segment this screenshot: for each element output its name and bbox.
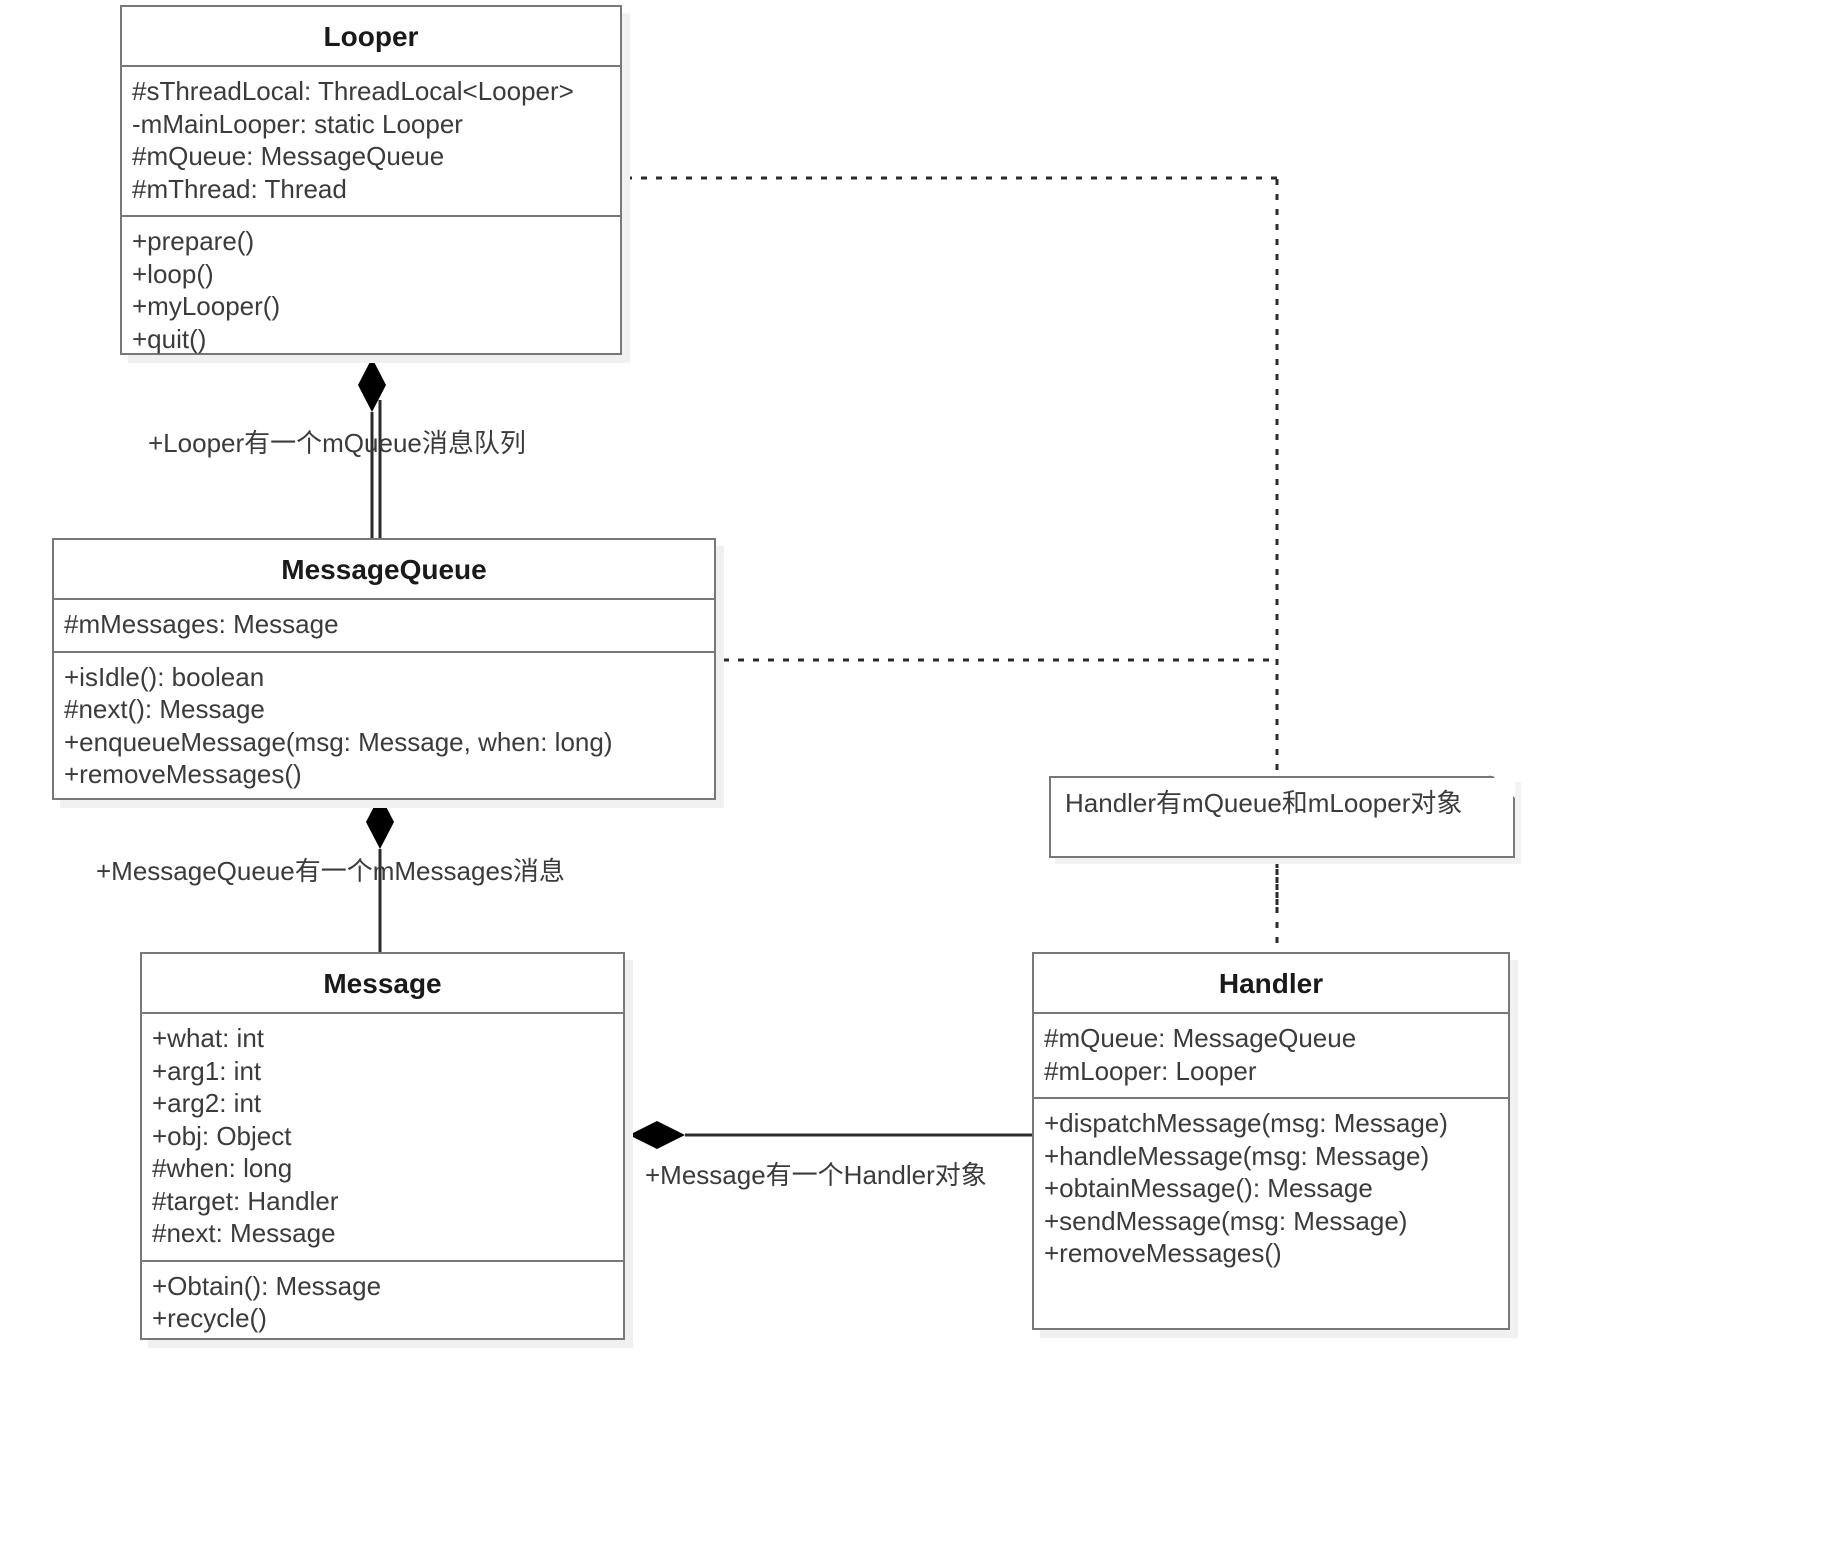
note-box-handler[interactable]: Handler有mQueue和mLooper对象: [1049, 776, 1515, 858]
method: +loop(): [132, 258, 214, 289]
edge-label-looper-messagequeue: +Looper有一个mQueue消息队列: [148, 428, 526, 458]
method: +isIdle(): boolean: [64, 661, 265, 692]
attribute: -mMainLooper: static Looper: [132, 108, 463, 139]
method: +quit(): [132, 323, 207, 354]
attribute: #next: Message: [152, 1218, 336, 1249]
edge-label-messagequeue-message: +MessageQueue有一个mMessages消息: [96, 856, 565, 886]
note-text: Handler有mQueue和mLooper对象: [1065, 788, 1463, 818]
attribute: #mQueue: MessageQueue: [132, 141, 445, 172]
attribute: +arg2: int: [152, 1088, 262, 1119]
divider: [122, 65, 620, 68]
edge-label-message-handler: +Message有一个Handler对象: [645, 1160, 987, 1190]
method: +dispatchMessage(msg: Message): [1044, 1108, 1448, 1139]
divider: [1034, 1097, 1508, 1100]
divider: [54, 650, 714, 653]
method: +Obtain(): Message: [152, 1270, 382, 1301]
attribute: #mQueue: MessageQueue: [1044, 1023, 1357, 1054]
method: +prepare(): [132, 226, 255, 257]
attribute: #mMessages: Message: [64, 609, 339, 640]
attribute: #when: long: [152, 1153, 293, 1184]
class-title-message: Message: [323, 968, 442, 999]
attributes-compartment-message: +what: int +arg1: int +arg2: int +obj: O…: [142, 1014, 623, 1260]
class-box-message[interactable]: Message +what: int +arg1: int +arg2: int…: [140, 952, 625, 1340]
method: +removeMessages(): [1044, 1238, 1282, 1269]
method: +sendMessage(msg: Message): [1044, 1205, 1408, 1236]
methods-compartment-message: +Obtain(): Message +recycle(): [142, 1262, 623, 1345]
method: +removeMessages(): [64, 759, 302, 790]
attribute: #sThreadLocal: ThreadLocal<Looper>: [132, 76, 574, 107]
class-title-handler: Handler: [1218, 968, 1324, 999]
method: +recycle(): [152, 1303, 267, 1334]
attribute: #mThread: Thread: [132, 173, 347, 204]
methods-compartment-messagequeue: +isIdle(): boolean #next(): Message +enq…: [54, 653, 714, 801]
methods-compartment-handler: +dispatchMessage(msg: Message) +handleMe…: [1034, 1099, 1508, 1280]
divider: [122, 215, 620, 218]
attribute: #target: Handler: [152, 1185, 339, 1216]
divider: [142, 1259, 623, 1262]
attribute: #mLooper: Looper: [1044, 1055, 1257, 1086]
attributes-compartment-messagequeue: #mMessages: Message: [54, 600, 714, 651]
class-box-handler[interactable]: Handler #mQueue: MessageQueue #mLooper: …: [1032, 952, 1510, 1330]
attributes-compartment-handler: #mQueue: MessageQueue #mLooper: Looper: [1034, 1014, 1508, 1097]
method: +obtainMessage(): Message: [1044, 1173, 1373, 1204]
attribute: +arg1: int: [152, 1055, 262, 1086]
divider: [1034, 1012, 1508, 1015]
attributes-compartment-looper: #sThreadLocal: ThreadLocal<Looper> -mMai…: [122, 67, 620, 215]
class-box-messagequeue[interactable]: MessageQueue #mMessages: Message +isIdle…: [52, 538, 716, 800]
class-title-looper: Looper: [323, 21, 419, 52]
methods-compartment-looper: +prepare() +loop() +myLooper() +quit(): [122, 217, 620, 365]
method: #next(): Message: [64, 694, 265, 725]
attribute: +what: int: [152, 1023, 265, 1054]
class-title-messagequeue: MessageQueue: [281, 554, 487, 585]
method: +enqueueMessage(msg: Message, when: long…: [64, 726, 613, 757]
method: +handleMessage(msg: Message): [1044, 1140, 1430, 1171]
divider: [142, 1012, 623, 1015]
attribute: +obj: Object: [152, 1120, 292, 1151]
class-box-looper[interactable]: Looper #sThreadLocal: ThreadLocal<Looper…: [120, 5, 622, 355]
method: +myLooper(): [132, 291, 281, 322]
divider: [54, 598, 714, 601]
